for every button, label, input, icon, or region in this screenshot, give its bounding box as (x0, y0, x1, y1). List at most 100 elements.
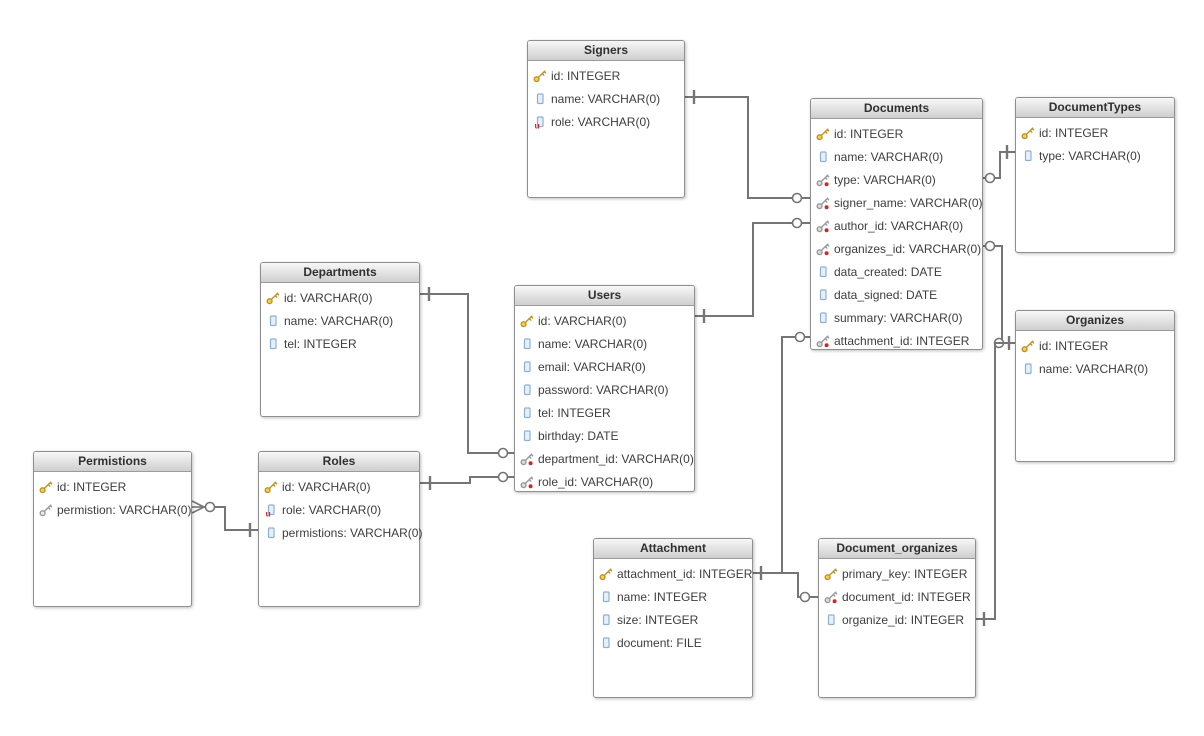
column-icon (520, 429, 534, 443)
column-icon (264, 526, 278, 540)
unique-icon: u (264, 503, 278, 518)
column-row: id: VARCHAR(0) (259, 475, 419, 498)
column-label: id: VARCHAR(0) (282, 479, 371, 494)
column-icon (533, 92, 547, 106)
column-label: id: INTEGER (551, 68, 621, 83)
column-label: id: VARCHAR(0) (284, 290, 373, 305)
column-label: tel: INTEGER (284, 336, 357, 351)
column-row: permistion: VARCHAR(0) (34, 498, 191, 521)
svg-text:u: u (266, 508, 271, 517)
table-title: Document_organizes (819, 539, 975, 559)
cardinality-zero-circle (497, 471, 509, 483)
table-departments[interactable]: Departments id: VARCHAR(0) name: VARCHAR(0… (260, 262, 420, 417)
column-row: data_created: DATE (811, 260, 982, 283)
relationship-users-documents[interactable] (695, 217, 810, 324)
foreign-key-icon (816, 334, 830, 348)
cardinality-zero-circle (204, 501, 216, 513)
column-row: department_id: VARCHAR(0) (515, 447, 694, 470)
table-users[interactable]: Users id: VARCHAR(0) name: VARCHAR(0) email… (514, 285, 695, 492)
primary-key-icon (266, 291, 280, 305)
column-row: name: INTEGER (594, 585, 752, 608)
column-label: permistions: VARCHAR(0) (282, 525, 423, 540)
column-label: email: VARCHAR(0) (538, 359, 646, 374)
column-label: author_id: VARCHAR(0) (834, 218, 964, 233)
column-row: id: INTEGER (34, 475, 191, 498)
table-title: Documents (811, 99, 982, 119)
column-label: id: INTEGER (1039, 338, 1109, 353)
primary-key-icon (1021, 126, 1035, 140)
cardinality-zero-circle (497, 447, 509, 459)
column-row: organize_id: INTEGER (819, 608, 975, 631)
column-row: id: INTEGER (811, 122, 982, 145)
relationship-documents-organizes[interactable] (983, 240, 1015, 351)
column-row: tel: INTEGER (515, 401, 694, 424)
primary-key-icon (264, 480, 278, 494)
primary-key-icon (39, 480, 53, 494)
cardinality-zero-circle (799, 591, 811, 603)
table-attachment[interactable]: Attachment attachment_id: INTEGER name: IN… (593, 538, 753, 698)
column-icon (824, 613, 838, 627)
column-icon (520, 383, 534, 397)
table-title: Roles (259, 452, 419, 472)
relationship-documents-documenttypes[interactable] (983, 145, 1015, 184)
relationship-documents-attachment[interactable] (753, 331, 810, 581)
cardinality-many-crowfoot (191, 500, 205, 508)
table-title: DocumentTypes (1016, 98, 1174, 118)
relationship-document_organizes-organizes[interactable] (976, 342, 1013, 626)
table-columns: id: INTEGER name: VARCHAR(0) (1016, 331, 1174, 380)
column-row: birthday: DATE (515, 424, 694, 447)
relationship-signers-documents[interactable] (685, 90, 810, 204)
column-label: name: VARCHAR(0) (1039, 361, 1149, 376)
table-columns: id: VARCHAR(0) name: VARCHAR(0) email: VAR… (515, 306, 694, 493)
column-label: type: VARCHAR(0) (834, 172, 936, 187)
column-label: id: VARCHAR(0) (538, 313, 627, 328)
column-row: email: VARCHAR(0) (515, 355, 694, 378)
column-label: attachment_id: INTEGER (617, 566, 753, 581)
column-icon (1021, 362, 1035, 376)
column-row: author_id: VARCHAR(0) (811, 214, 982, 237)
column-label: tel: INTEGER (538, 405, 611, 420)
column-label: summary: VARCHAR(0) (834, 310, 963, 325)
column-row: summary: VARCHAR(0) (811, 306, 982, 329)
column-label: signer_name: VARCHAR(0) (834, 195, 983, 210)
column-row: size: INTEGER (594, 608, 752, 631)
column-icon (816, 150, 830, 164)
relationship-departments-users[interactable] (420, 287, 514, 459)
foreign-key-icon (816, 219, 830, 233)
column-label: id: INTEGER (1039, 125, 1109, 140)
table-documents[interactable]: Documents id: INTEGER name: VARCHAR(0) type… (810, 98, 983, 350)
column-label: name: VARCHAR(0) (551, 91, 661, 106)
column-row: name: VARCHAR(0) (528, 87, 684, 110)
column-icon (266, 337, 280, 351)
column-label: data_signed: DATE (834, 287, 938, 302)
column-icon (816, 288, 830, 302)
relationship-document_organizes-documents[interactable] (782, 572, 818, 603)
table-title: Attachment (594, 539, 752, 559)
column-row: name: VARCHAR(0) (261, 309, 419, 332)
column-row: name: VARCHAR(0) (1016, 357, 1174, 380)
table-title: Users (515, 286, 694, 306)
relationship-roles-users[interactable] (420, 471, 514, 491)
column-label: name: INTEGER (617, 589, 708, 604)
column-label: name: VARCHAR(0) (834, 149, 944, 164)
column-row: signer_name: VARCHAR(0) (811, 191, 983, 214)
relationship-permistions-roles[interactable] (191, 500, 258, 537)
table-title: Departments (261, 263, 419, 283)
unique-icon: u (533, 115, 547, 130)
column-icon (816, 311, 830, 325)
column-row: primary_key: INTEGER (819, 562, 975, 585)
column-row: name: VARCHAR(0) (811, 145, 982, 168)
table-columns: id: INTEGER name: VARCHAR(0) type: VARCHAR… (811, 119, 983, 352)
column-label: name: VARCHAR(0) (538, 336, 648, 351)
